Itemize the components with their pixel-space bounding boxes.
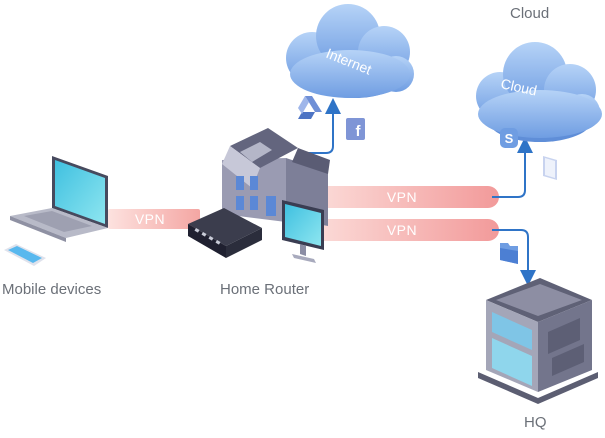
document-icon [543, 156, 557, 180]
laptop-device [10, 156, 108, 242]
skype-icon: S [500, 128, 518, 148]
internet-cloud: Internet [286, 4, 414, 98]
cloud-service-label: Cloud [499, 75, 538, 98]
vpn-tunnel-home-hq: VPN [322, 219, 499, 241]
arrow-to-cloud [492, 137, 533, 198]
vpn-label: VPN [387, 189, 417, 205]
cloud-service: Cloud [476, 42, 602, 142]
vpn-label: VPN [387, 222, 417, 238]
mobile-phone [4, 244, 46, 266]
google-drive-icon [298, 96, 322, 119]
arrow-to-hq [492, 229, 536, 286]
vpn-label: VPN [135, 211, 165, 227]
facebook-icon: f [346, 118, 365, 140]
cloud-top-label: Cloud [510, 5, 550, 22]
folder-icon [500, 243, 518, 264]
arrow-to-internet [298, 98, 341, 154]
mobile-devices-label: Mobile devices [2, 281, 102, 298]
svg-text:S: S [505, 131, 514, 146]
vpn-tunnel-home-cloud: VPN [322, 186, 499, 208]
router-device [188, 208, 262, 258]
hq-label: HQ [524, 414, 547, 431]
svg-text:f: f [356, 123, 362, 140]
vpn-tunnel-laptop-router: VPN [108, 209, 200, 229]
home-router-label: Home Router [220, 281, 310, 298]
home-monitor [282, 200, 324, 263]
hq-building [478, 278, 598, 404]
